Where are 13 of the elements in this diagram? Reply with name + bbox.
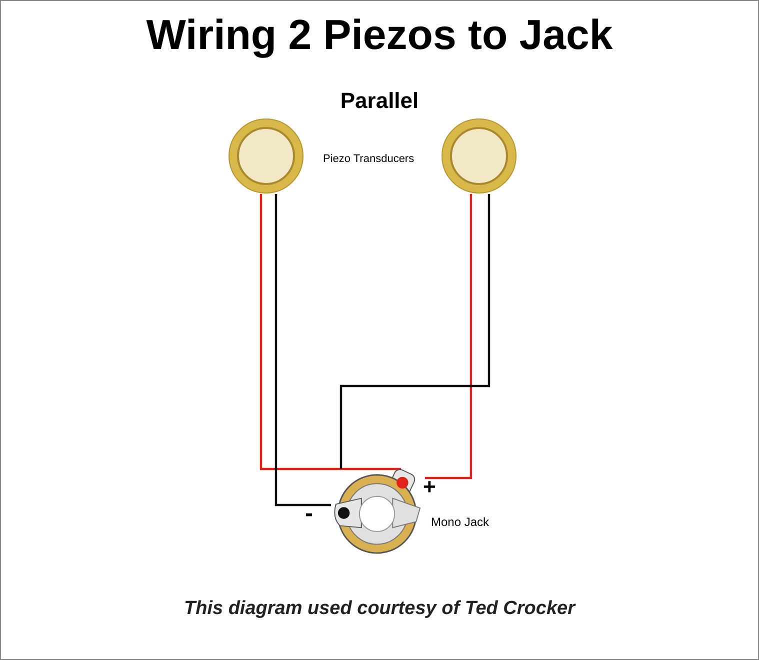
subtitle: Parallel [339, 89, 420, 114]
wire [425, 194, 472, 480]
wire [274, 194, 331, 506]
wire [260, 194, 401, 470]
part-label: Mono Jack [431, 515, 490, 529]
wire [340, 194, 490, 469]
polarity-sign: + [423, 475, 436, 500]
piezo-disc-drawing [228, 118, 304, 194]
part-label: Piezo Transducers [323, 153, 414, 166]
polarity-sign: - [305, 501, 313, 528]
piezo-disc-drawing [441, 118, 517, 194]
diagram-title: Wiring 2 Piezos to Jack [145, 11, 614, 59]
caption: This diagram used courtesy of Ted Crocker [182, 598, 577, 620]
